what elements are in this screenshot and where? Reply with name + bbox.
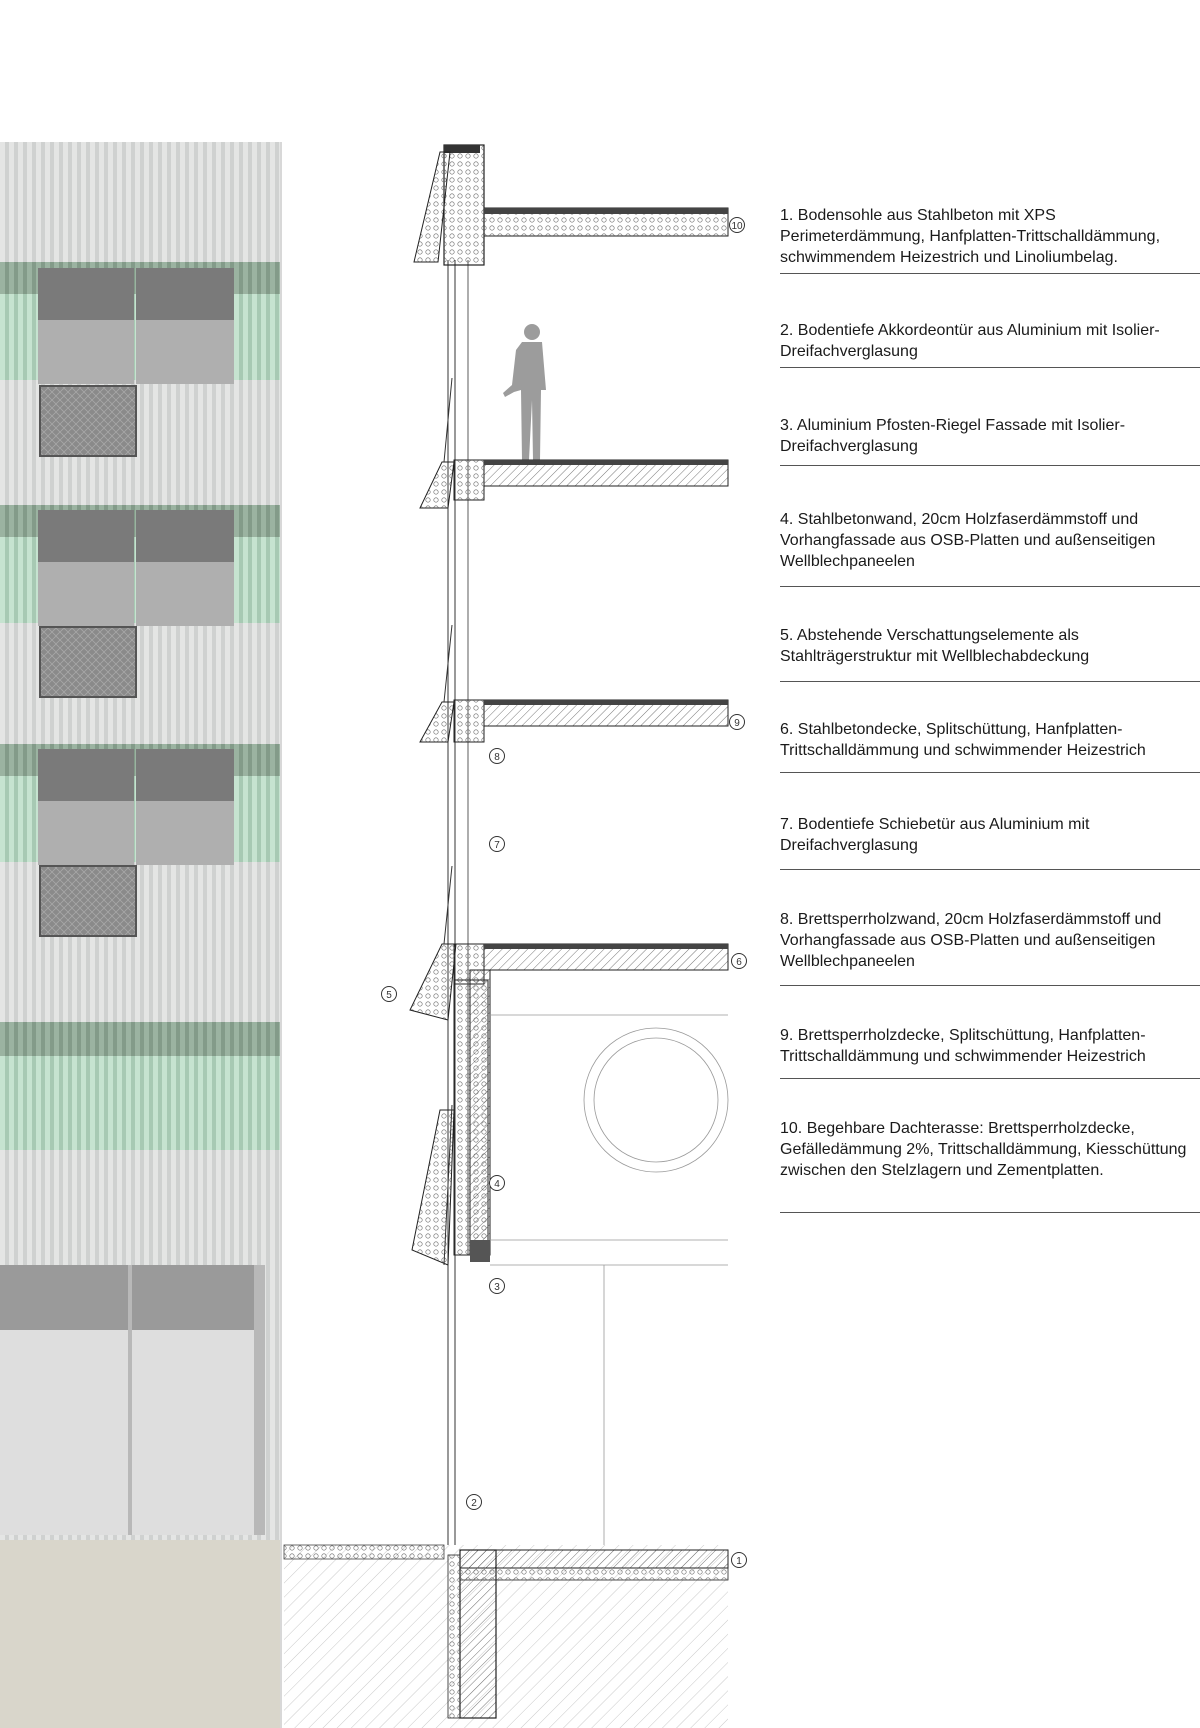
slab-level-1 (409, 865, 729, 1021)
divider (780, 465, 1200, 466)
legend-item-text: 8. Brettsperrholzwand, 20cm Holzfaserdäm… (780, 911, 1162, 970)
divider (780, 1212, 1200, 1213)
legend-item-7: 7. Bodentiefe Schiebetür aus Aluminium m… (780, 814, 1200, 856)
ground (0, 1540, 281, 1728)
marker-9: 9 (729, 714, 745, 730)
marker-3: 3 (489, 1278, 505, 1294)
legend-item-8: 8. Brettsperrholzwand, 20cm Holzfaserdäm… (780, 909, 1200, 972)
divider (780, 1078, 1200, 1079)
roof-terrace (413, 144, 729, 266)
legend-item-3: 3. Aluminium Pfosten-Riegel Fassade mit … (780, 415, 1200, 457)
svg-text:5: 5 (386, 990, 392, 1001)
legend-item-6: 6. Stahlbetondecke, Splitschüttung, Hanf… (780, 719, 1200, 761)
slab-level-3 (419, 377, 729, 509)
facade-floor-2 (0, 505, 281, 698)
marker-8: 8 (489, 748, 505, 764)
construction-section: 10 9 8 7 6 5 4 3 2 1 (283, 144, 747, 1728)
svg-text:4: 4 (494, 1179, 500, 1190)
marker-1: 1 (731, 1552, 747, 1568)
svg-text:1: 1 (736, 1556, 742, 1567)
window-grille (39, 626, 137, 698)
concrete-wall (411, 969, 491, 1266)
facade-glazing (447, 260, 469, 1545)
marker-7: 7 (489, 836, 505, 852)
facade-floor-1 (0, 744, 281, 937)
foundation (283, 1544, 729, 1728)
legend-item-text: 6. Stahlbetondecke, Splitschüttung, Hanf… (780, 721, 1146, 759)
svg-text:6: 6 (736, 957, 742, 968)
facade-ground-floor (0, 1265, 265, 1535)
svg-text:3: 3 (494, 1282, 500, 1293)
facade-floor-3 (0, 262, 281, 457)
window-grille (39, 385, 137, 457)
divider (780, 985, 1200, 986)
facade-closed-band (0, 1022, 281, 1150)
marker-4: 4 (489, 1175, 505, 1191)
legend-item-text: 7. Bodentiefe Schiebetür aus Aluminium m… (780, 816, 1090, 854)
legend-item-text: 4. Stahlbetonwand, 20cm Holzfaserdämmsto… (780, 511, 1156, 570)
person-silhouette (503, 324, 546, 460)
svg-text:8: 8 (494, 752, 500, 763)
divider (780, 869, 1200, 870)
divider (780, 367, 1200, 368)
legend-item-1: 1. Bodensohle aus Stahlbeton mit XPS Per… (780, 205, 1200, 268)
legend-item-4: 4. Stahlbetonwand, 20cm Holzfaserdämmsto… (780, 509, 1200, 572)
legend-item-text: 10. Begehbare Dachterasse: Brettsperrhol… (780, 1120, 1187, 1179)
legend-item-9: 9. Brettsperrholzdecke, Splitschüttung, … (780, 1025, 1200, 1067)
marker-6: 6 (731, 953, 747, 969)
facade-elevation (0, 142, 282, 1728)
divider (780, 772, 1200, 773)
legend-item-5: 5. Abstehende Verschattungselemente als … (780, 625, 1200, 667)
svg-text:9: 9 (734, 718, 740, 729)
slab-level-2 (419, 624, 729, 743)
legend-item-text: 2. Bodentiefe Akkordeontür aus Aluminium… (780, 322, 1160, 360)
legend-item-text: 1. Bodensohle aus Stahlbeton mit XPS Per… (780, 207, 1161, 266)
divider (780, 681, 1200, 682)
window-grille (39, 865, 137, 937)
marker-5: 5 (381, 986, 397, 1002)
legend-item-10: 10. Begehbare Dachterasse: Brettsperrhol… (780, 1118, 1200, 1181)
legend-item-2: 2. Bodentiefe Akkordeontür aus Aluminium… (780, 320, 1200, 362)
svg-text:2: 2 (471, 1498, 477, 1509)
legend-item-text: 3. Aluminium Pfosten-Riegel Fassade mit … (780, 417, 1126, 455)
divider (780, 273, 1200, 274)
legend-item-text: 9. Brettsperrholzdecke, Splitschüttung, … (780, 1027, 1146, 1065)
marker-2: 2 (466, 1494, 482, 1510)
svg-text:10: 10 (731, 221, 743, 232)
legend-item-text: 5. Abstehende Verschattungselemente als … (780, 627, 1090, 665)
svg-text:7: 7 (494, 840, 500, 851)
marker-10: 10 (729, 217, 745, 233)
interior-outline (490, 1014, 729, 1545)
divider (780, 586, 1200, 587)
